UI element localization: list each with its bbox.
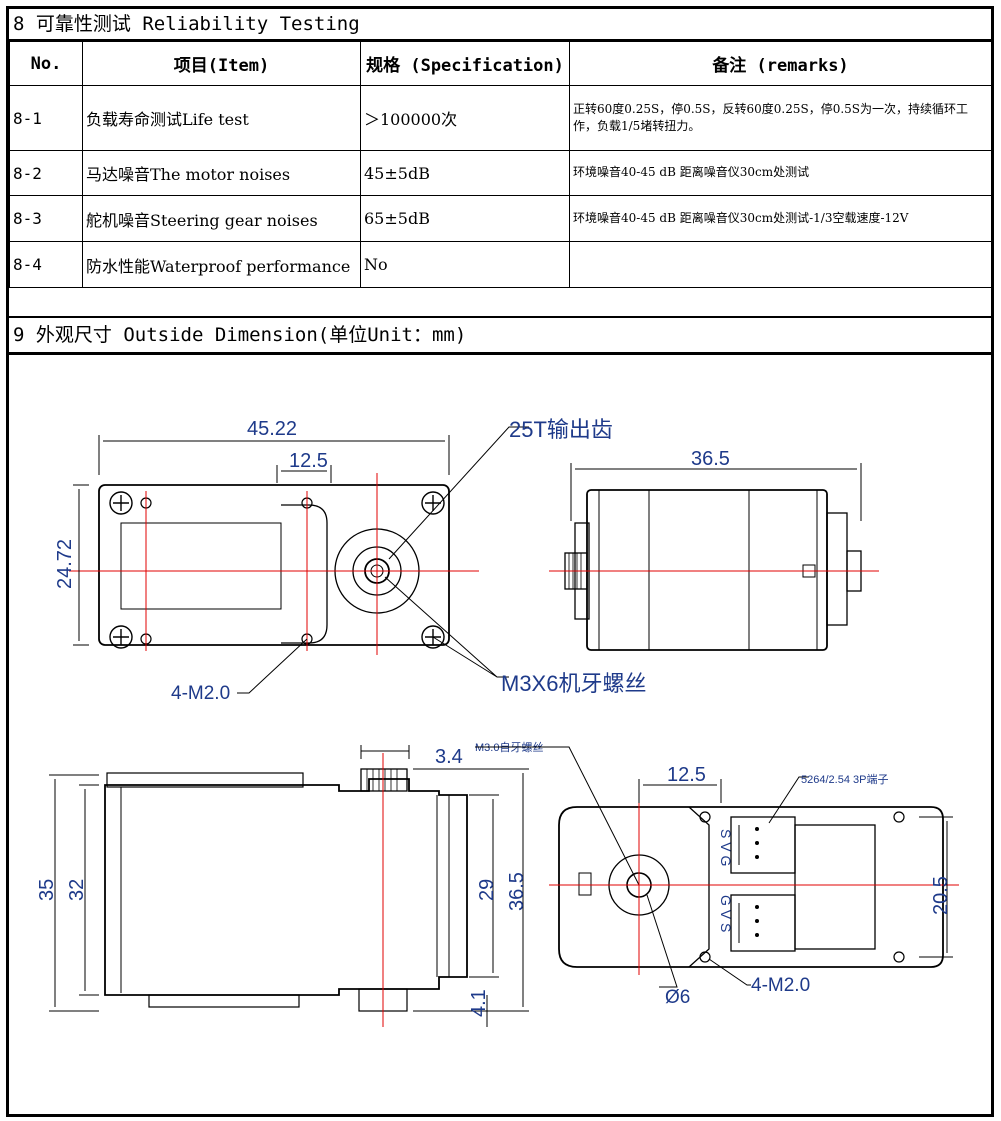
row-no: 8-2	[9, 150, 83, 196]
row-remark: 正转60度0.25S，停0.5S，反转60度0.25S，停0.5S为一次，持续循…	[569, 85, 992, 151]
table-row: 8-3 舵机噪音Steering gear noises 65±5dB 环境噪音…	[9, 195, 992, 242]
top-view-outline	[98, 484, 450, 646]
bottom-view: 12.5 20.5 5264/2.54 3P端子 Ø6 4-M2.0 S V G…	[549, 764, 959, 1008]
dimension-drawing: 45.22 12.5 24.72 25T输出齿 M3X6机牙螺丝 4-M2.0	[36, 417, 959, 1027]
label-output-gear: 25T输出齿	[509, 417, 613, 442]
label-holes-top: 4-M2.0	[171, 683, 230, 704]
row-spec: No	[360, 241, 570, 288]
header-no: No.	[9, 41, 83, 86]
dim-side-case: 29	[476, 879, 498, 901]
table-row: 8-2 马达噪音The motor noises 45±5dB 环境噪音40-4…	[9, 150, 992, 196]
top-view: 45.22 12.5 24.72 25T输出齿 M3X6机牙螺丝 4-M2.0	[54, 417, 646, 704]
connector-icon	[730, 816, 796, 874]
end-view: 36.5	[549, 448, 879, 651]
side-view-outline	[104, 778, 468, 996]
connector-icon	[730, 894, 796, 952]
row-spec: 45±5dB	[360, 150, 570, 196]
bottom-view-outline	[558, 806, 944, 968]
dim-bottom: 4.1	[468, 989, 490, 1017]
row-no: 8-4	[9, 241, 83, 288]
dim-gear-width: 3.4	[435, 746, 463, 768]
row-remark: 环境噪音40-45 dB 距离噪音仪30cm处测试	[569, 150, 992, 196]
label-pins: S V G	[718, 829, 734, 866]
section-9-title: 9 外观尺寸 Outside Dimension(单位Unit：mm)	[9, 316, 991, 355]
table-header-row: No. 项目(Item) 规格 (Specification) 备注 (rema…	[9, 41, 992, 86]
row-item: 马达噪音The motor noises	[82, 150, 361, 196]
row-spec: 65±5dB	[360, 195, 570, 242]
header-remarks: 备注 (remarks)	[569, 41, 992, 86]
side-view: 35 32 29 36.5 3.4 4.1 M3.0自牙螺丝	[36, 741, 640, 1027]
dim-top-offset: 12.5	[289, 450, 328, 472]
row-remark: 环境噪音40-45 dB 距离噪音仪30cm处测试-1/3空载速度-12V	[569, 195, 992, 242]
header-spec: 规格 (Specification)	[360, 41, 570, 86]
reliability-table: No. 项目(Item) 规格 (Specification) 备注 (rema…	[9, 41, 992, 288]
label-pins-2: G V S	[718, 895, 734, 932]
header-item: 项目(Item)	[82, 41, 361, 86]
dim-bottom-height: 20.5	[930, 876, 952, 915]
table-row: 8-4 防水性能Waterproof performance No	[9, 241, 992, 288]
row-no: 8-3	[9, 195, 83, 242]
section-8-title: 8 可靠性测试 Reliability Testing	[9, 9, 991, 41]
row-item: 负载寿命测试Life test	[82, 85, 361, 151]
row-item: 舵机噪音Steering gear noises	[82, 195, 361, 242]
dim-side-total: 35	[36, 879, 58, 901]
table-row: 8-1 负载寿命测试Life test ＞100000次 正转60度0.25S，…	[9, 85, 992, 151]
side-gear-icon	[360, 768, 408, 792]
label-screw: M3X6机牙螺丝	[501, 671, 646, 696]
label-shaft: Ø6	[665, 987, 690, 1008]
label-holes-bottom: 4-M2.0	[751, 975, 810, 996]
row-remark	[569, 241, 992, 288]
dim-side-body: 32	[66, 879, 88, 901]
top-view-recess	[120, 522, 282, 610]
dim-top-width: 45.22	[247, 418, 297, 440]
dim-end-width: 36.5	[691, 448, 730, 470]
dim-top-height: 24.72	[54, 539, 76, 589]
mount-hole-icon	[699, 811, 905, 963]
row-item: 防水性能Waterproof performance	[82, 241, 361, 288]
dim-side-gear: 36.5	[506, 872, 528, 911]
row-no: 8-1	[9, 85, 83, 151]
end-view-outline	[586, 489, 828, 651]
sheet-border: 8 可靠性测试 Reliability Testing No. 项目(Item)…	[6, 6, 994, 1117]
label-connector: 5264/2.54 3P端子	[801, 773, 888, 786]
dim-bottom-offset: 12.5	[667, 764, 706, 786]
row-spec: ＞100000次	[360, 85, 570, 151]
screw-icon	[109, 491, 445, 649]
